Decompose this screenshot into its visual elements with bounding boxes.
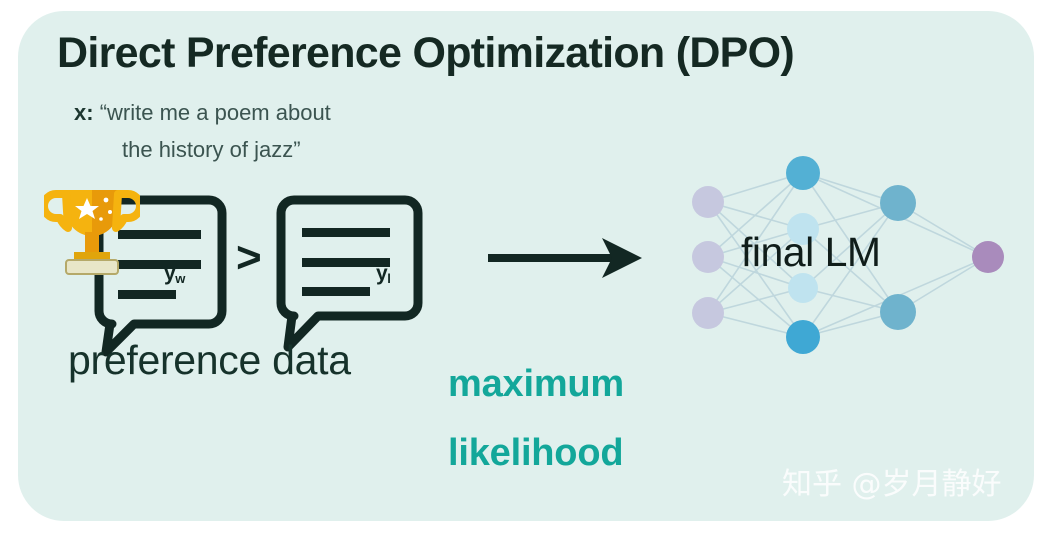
model-label: final LM [741,229,881,275]
nn-node-h-top [786,156,820,190]
nn-edge [707,256,804,289]
prompt-line-2: the history of jazz” [122,137,301,162]
bubble-text-line [118,290,176,299]
nn-node-in-3 [692,297,724,329]
nn-node-h-mid-bot [788,273,818,303]
trophy-icon [40,174,144,278]
y-suffix-preferred: w [175,271,185,286]
objective-line-2: likelihood [448,432,624,474]
objective-line-1: maximum [448,363,625,405]
bubble-text-line [302,287,370,296]
nn-edge [707,201,804,289]
bubble-text-line [118,260,201,269]
nn-edge [707,287,804,314]
bubble-text-line [302,258,390,267]
preferred-response-subscript: yw [164,262,185,286]
rejected-response-subscript: yl [376,262,391,286]
prompt-line-1: x: “write me a poem about [74,100,331,126]
neural-network-diagram [670,145,1020,355]
y-base-rejected: y [376,262,388,285]
nn-edge [802,202,899,338]
nn-edge [802,172,899,313]
prompt-variable-label: x: [74,100,94,125]
nn-edge [802,202,899,289]
y-base-preferred: y [164,262,176,285]
greater-than-symbol: > [236,233,262,282]
nn-node-h2-bot [880,294,916,330]
nn-edge [707,172,804,258]
nn-node-h-mid-top [787,213,819,245]
nn-node-out-1 [972,241,1004,273]
nn-node-in-1 [692,186,724,218]
rejected-response-bubble [276,192,423,352]
bubble-text-line [118,230,201,239]
bubble-text-line [302,228,390,237]
nn-edge [707,201,804,338]
preference-data-caption: preference data [68,337,351,383]
nn-edge [707,228,804,314]
prompt-text-line-1: “write me a poem about [99,100,331,125]
nn-node-h2-top [880,185,916,221]
flow-arrow-icon [484,232,654,284]
speech-bubble-shape-rejected [276,195,423,352]
nn-node-h-bot [786,320,820,354]
nn-edge [707,256,804,338]
page-title: Direct Preference Optimization (DPO) [57,29,795,77]
y-suffix-rejected: l [387,271,391,286]
nn-node-in-2 [692,241,724,273]
watermark: 知乎 @岁月静好 [782,467,1002,502]
nn-edge [707,172,804,314]
